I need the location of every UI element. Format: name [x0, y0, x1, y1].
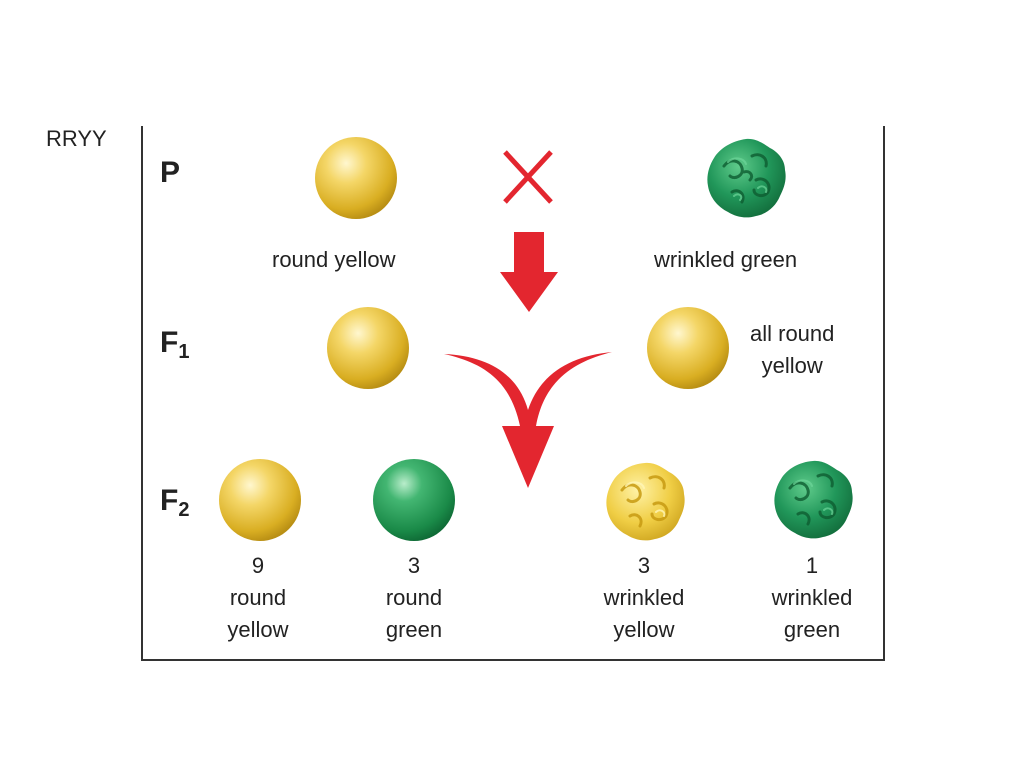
parent2-label: wrinkled green — [654, 247, 798, 272]
f2-label-round-green: 3 round green — [385, 553, 443, 642]
generation-label-f1: F1 — [160, 326, 190, 363]
generation-label-f2: F2 — [160, 484, 190, 521]
cross-icon — [503, 150, 553, 204]
pea-f1-right — [647, 307, 729, 389]
f2-label-wrinkled-yellow: 3 wrinkled yellow — [603, 553, 685, 642]
down-arrow-icon — [500, 232, 558, 312]
f1-result-label: all round yellow — [750, 321, 835, 378]
f2-label-wrinkled-green: 1 wrinkled green — [771, 553, 853, 642]
cross-diagram-frame — [141, 126, 885, 661]
genotype-note: RRYY — [46, 126, 107, 151]
merge-arrow-icon — [444, 352, 612, 488]
pea-f2-round-green — [373, 459, 455, 541]
pea-f1-left — [327, 307, 409, 389]
pea-f2-wrinkled-green — [774, 460, 853, 539]
parent1-label: round yellow — [272, 247, 396, 272]
generation-label-p: P — [160, 156, 181, 189]
pea-wrinkled-green-parent — [707, 138, 786, 218]
pea-f2-wrinkled-yellow — [606, 462, 685, 541]
pea-f2-round-yellow — [219, 459, 301, 541]
f2-label-round-yellow: 9 round yellow — [227, 553, 289, 642]
pea-round-yellow-parent — [315, 137, 397, 219]
